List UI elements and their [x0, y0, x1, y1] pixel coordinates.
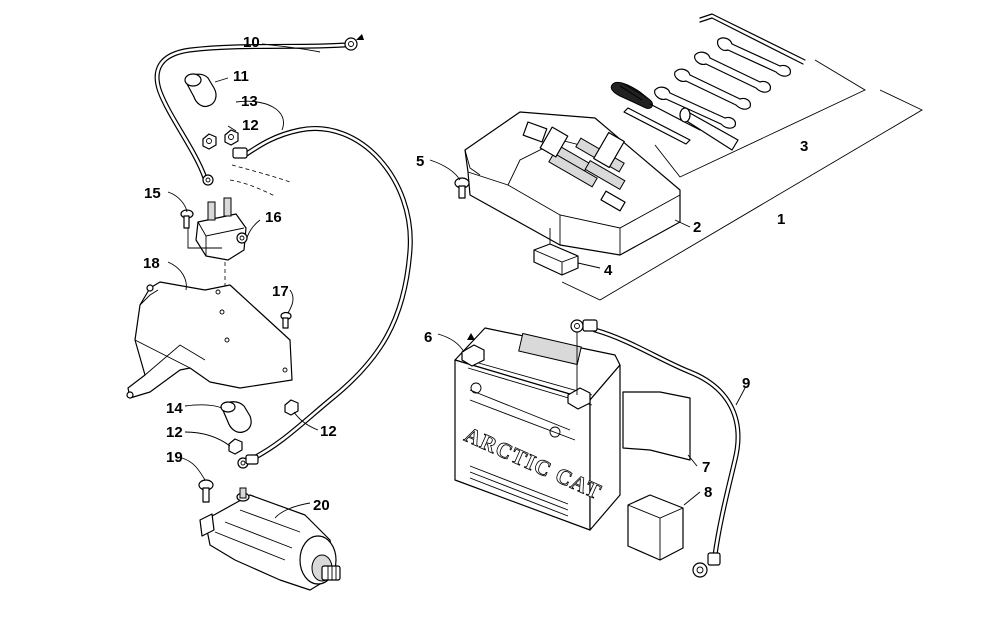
- callout-1: 1: [777, 211, 785, 228]
- callout-18: 18: [143, 255, 160, 272]
- nut-12-right: [284, 399, 299, 416]
- callout-15: 15: [144, 185, 161, 202]
- starter-motor-20: [199, 487, 341, 591]
- callout-19: 19: [166, 449, 183, 466]
- callout-20: 20: [313, 497, 330, 514]
- callout-2: 2: [693, 219, 701, 236]
- solenoid-bracket-18: [126, 281, 293, 399]
- screw-17: [280, 311, 292, 329]
- callout-10: 10: [243, 34, 260, 51]
- screw-5: [454, 177, 470, 199]
- foam-block-8: [627, 494, 684, 561]
- terminal-boot-11: [184, 73, 217, 108]
- screw-19: [198, 479, 214, 503]
- callout-17: 17: [272, 283, 289, 300]
- assembly-line: [231, 164, 291, 183]
- starter-solenoid-16: [187, 197, 248, 261]
- battery-6: ARCTIC CAT: [454, 327, 621, 531]
- group-bracket-1: [561, 89, 923, 301]
- callout-13: 13: [241, 93, 258, 110]
- callout-12-top: 12: [242, 117, 259, 134]
- callout-14: 14: [166, 400, 183, 417]
- leader-lines: [167, 43, 746, 519]
- decal-7: [622, 391, 691, 461]
- callout-numbers: 1 2 3 4 5 6 7 8 9 10 11 12 13 14 15 16 1…: [143, 34, 808, 514]
- callout-4: 4: [604, 262, 613, 279]
- battery-cable-10: [154, 34, 364, 186]
- screw-15: [180, 209, 194, 229]
- assembly-line: [229, 179, 276, 197]
- callout-8: 8: [704, 484, 712, 501]
- callout-16: 16: [265, 209, 282, 226]
- callout-12-right: 12: [320, 423, 337, 440]
- callout-3: 3: [800, 138, 808, 155]
- callout-5: 5: [416, 153, 424, 170]
- callout-7: 7: [702, 459, 710, 476]
- foam-pad-4: [533, 228, 579, 276]
- battery-cable-9: [570, 319, 741, 578]
- group-bracket-3: [654, 59, 866, 178]
- starter-cable-13: [232, 126, 413, 469]
- tool-kit-3: [610, 13, 806, 151]
- tool-tray-2: [464, 111, 681, 256]
- callout-12-lower: 12: [166, 424, 183, 441]
- callout-6: 6: [424, 329, 432, 346]
- callout-9: 9: [742, 375, 750, 392]
- nut-12-top: [202, 129, 239, 150]
- nut-12-lower: [228, 438, 243, 455]
- terminal-boot-14: [220, 401, 252, 433]
- callout-11: 11: [233, 68, 249, 85]
